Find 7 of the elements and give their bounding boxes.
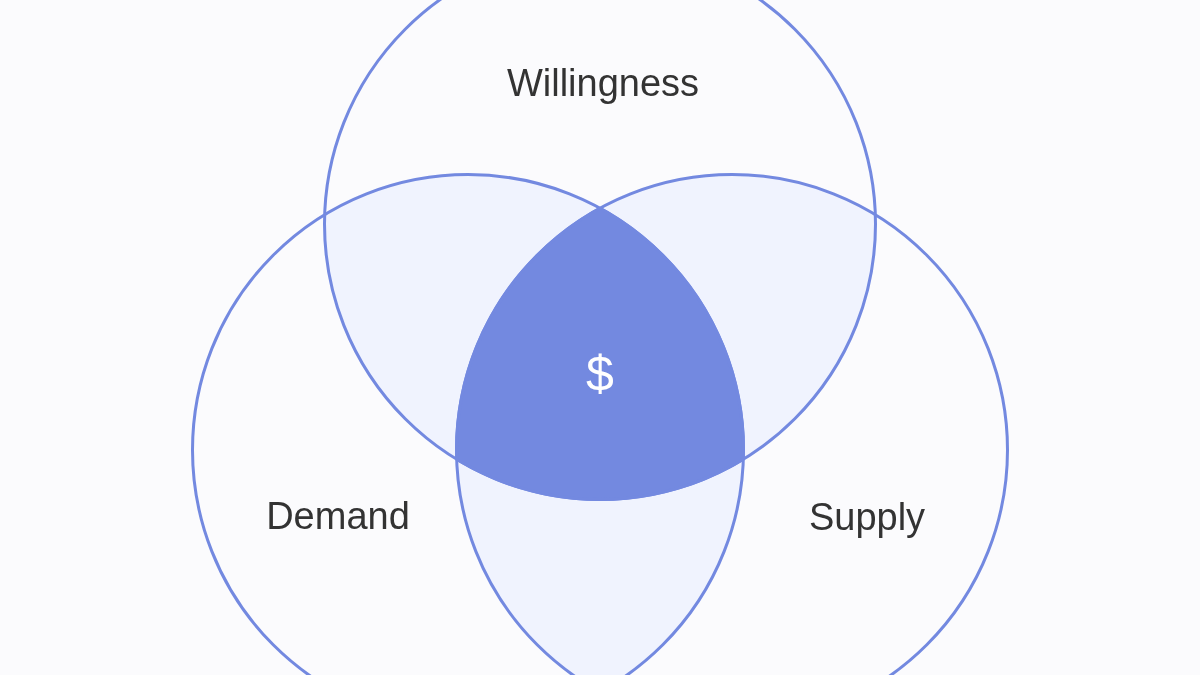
circle-label: Demand [266, 494, 410, 538]
circle-label: Willingness [506, 61, 700, 105]
venn-circle [191, 173, 745, 675]
venn-circle [323, 0, 877, 501]
circle-label: Supply [808, 495, 926, 539]
venn-circle [455, 173, 1009, 675]
dollar-sign: $ [586, 345, 614, 403]
